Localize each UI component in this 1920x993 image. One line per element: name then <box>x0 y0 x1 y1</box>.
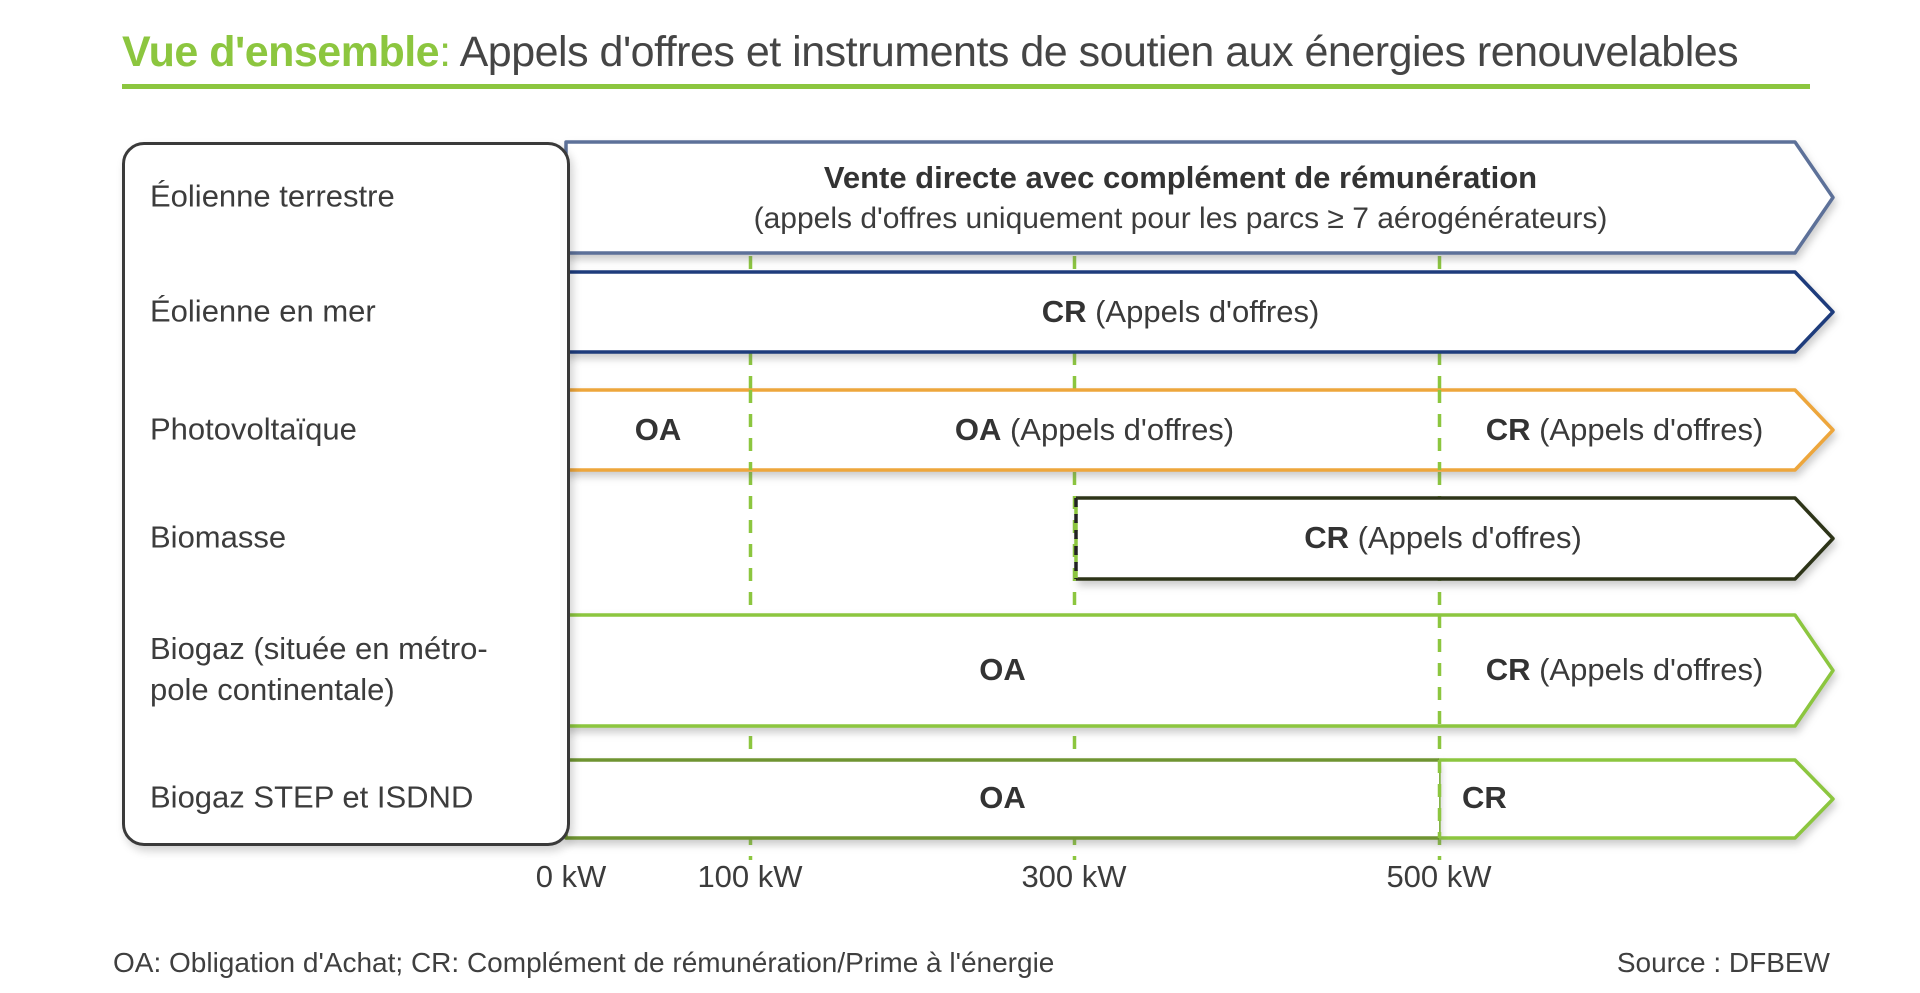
title-underline <box>122 84 1810 89</box>
category-label-biogaz-metropole-line1: Biogaz (située en métro- <box>150 631 488 667</box>
segment-rest: (Appels d'offres) <box>1530 411 1764 447</box>
page-title: Vue d'ensemble: Appels d'offres et instr… <box>122 28 1739 77</box>
segment-bold: OA <box>634 411 682 447</box>
segment-biogaz-metropole-cr-ao: CR (Appels d'offres) <box>1439 650 1810 690</box>
segment-rest: (Appels d'offres) <box>1001 411 1235 447</box>
category-label-biomasse: Biomasse <box>150 519 287 555</box>
segment-bold: OA <box>954 411 1002 447</box>
category-box <box>122 142 570 846</box>
page-title-colon: : <box>439 28 451 76</box>
segment-pv-cr-ao: CR (Appels d'offres) <box>1439 410 1810 450</box>
segment-pv-oa: OA <box>566 410 750 450</box>
category-label-biogaz-step: Biogaz STEP et ISDND <box>150 779 474 815</box>
segment-rest: (Appels d'offres) <box>1086 293 1320 329</box>
segment-rest: (Appels d'offres) <box>1348 519 1582 555</box>
axis-tick-500kw: 500 kW <box>1386 859 1492 894</box>
segment-biogaz-step-oa: OA <box>566 778 1439 818</box>
bar-biomasse <box>1076 496 1835 581</box>
page-title-highlight: Vue d'ensemble <box>122 28 440 76</box>
legend-text: OA: Obligation d'Achat; CR: Complément d… <box>113 947 1055 978</box>
segment-bold: CR <box>1485 411 1531 447</box>
segment-biomasse-cr-ao: CR (Appels d'offres) <box>1076 518 1810 558</box>
segment-pv-oa-ao: OA (Appels d'offres) <box>750 410 1439 450</box>
segment-bold: CR <box>1462 779 1507 815</box>
segment-rest: (Appels d'offres) <box>1530 651 1764 687</box>
axis-tick-300kw: 300 kW <box>1021 859 1127 894</box>
axis-tick-0kw: 0 kW <box>535 859 607 894</box>
segment-bold: CR <box>1485 651 1531 687</box>
axis-tick-100kw: 100 kW <box>697 859 803 894</box>
segment-bold: CR <box>1041 293 1087 329</box>
category-label-biogaz-metropole: Biogaz (située en métro- pole continenta… <box>150 629 488 711</box>
segment-eolienne-terrestre-subtitle: (appels d'offres uniquement pour les par… <box>753 202 1608 235</box>
segment-bold: OA <box>979 651 1026 687</box>
category-label-eolienne-en-mer: Éolienne en mer <box>150 293 376 329</box>
segment-bold: CR <box>1304 519 1349 555</box>
page-title-rest: Appels d'offres et instruments de soutie… <box>450 28 1739 76</box>
segment-bold: OA <box>979 779 1026 815</box>
category-label-eolienne-terrestre: Éolienne terrestre <box>150 178 395 214</box>
segment-biogaz-step-cr: CR <box>1462 778 1792 818</box>
segment-eolienne-terrestre-title: Vente directe avec complément de rémunér… <box>823 160 1538 195</box>
source-text: Source : DFBEW <box>1616 947 1830 978</box>
segment-eolienne-mer-cr: CR (Appels d'offres) <box>566 292 1795 332</box>
category-label-photovoltaique: Photovoltaïque <box>150 411 357 447</box>
category-label-biogaz-metropole-line2: pole continentale) <box>150 672 395 707</box>
segment-biogaz-metropole-oa: OA <box>566 650 1439 690</box>
segment-eolienne-terrestre: Vente directe avec complément de rémunér… <box>566 142 1795 254</box>
